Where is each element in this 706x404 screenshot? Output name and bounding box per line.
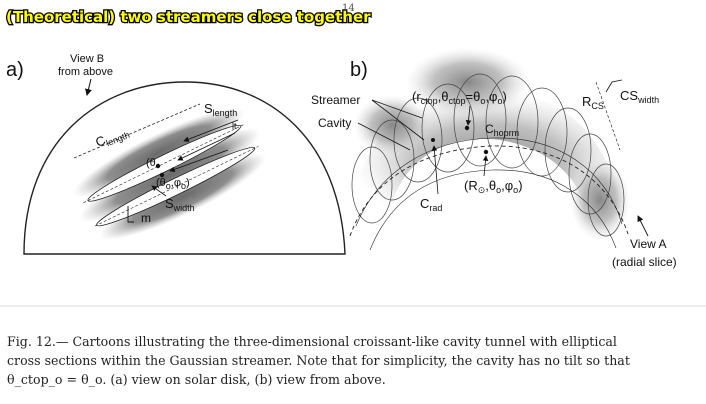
streamer-label: Streamer bbox=[311, 93, 360, 107]
theta-phi-label: (θo,φo) bbox=[156, 177, 190, 191]
center-point-upper bbox=[155, 163, 161, 169]
page-number: 14 bbox=[342, 3, 355, 14]
c-rad-label: Crad bbox=[420, 196, 442, 213]
side-point bbox=[431, 138, 435, 142]
r-cs-radial-dashed bbox=[595, 81, 621, 151]
cavity-loop-5 bbox=[453, 73, 507, 167]
slide-banner-title: (Theoretical) two streamers close togeth… bbox=[6, 8, 371, 26]
pointer-arrow-1 bbox=[177, 132, 236, 161]
center-point bbox=[159, 172, 165, 178]
view-b-arrow bbox=[85, 78, 92, 96]
inner-arc bbox=[369, 169, 617, 251]
panel-a: a) View B from above Clength Slength lt … bbox=[6, 53, 346, 255]
caption-line-2: cross sections within the Gaussian strea… bbox=[7, 353, 630, 368]
streamer-streaks bbox=[73, 107, 266, 241]
cs-width-bracket bbox=[605, 79, 623, 93]
view-a-label-line1: View A bbox=[630, 237, 666, 251]
s-width-arrow bbox=[151, 185, 167, 197]
view-a-label-line2: (radial slice) bbox=[612, 255, 677, 269]
m-bracket bbox=[127, 206, 134, 223]
streamer-leader bbox=[371, 99, 423, 119]
cavity-loop-6 bbox=[485, 75, 539, 169]
cavity-axis-arc bbox=[355, 137, 623, 227]
cavity-loop-4 bbox=[421, 83, 475, 173]
panel-b-letter: b) bbox=[350, 59, 368, 81]
cs-width-label: CSwidth bbox=[620, 88, 659, 105]
solar-center-coordinates-label: (R⊙,θo,φo) bbox=[464, 178, 523, 195]
cavity-loop-1 bbox=[351, 146, 393, 224]
streamer-streak-3 bbox=[99, 153, 266, 241]
cavity-loop-9 bbox=[568, 133, 612, 215]
r-cs-label: RCS bbox=[582, 94, 604, 111]
cavity-loop-8 bbox=[544, 107, 592, 193]
streamer-leader-2 bbox=[371, 99, 425, 141]
m-label: m bbox=[141, 211, 151, 225]
figure-caption: Fig. 12.— Cartoons illustrating the thre… bbox=[7, 332, 699, 389]
solar-center-arrow bbox=[482, 155, 489, 177]
panel-a-letter: a) bbox=[6, 59, 24, 81]
pointer-arrow-2 bbox=[169, 149, 229, 172]
axis-dashed-2 bbox=[94, 146, 259, 227]
cavity-top-point bbox=[464, 125, 470, 131]
cavity-loop-2 bbox=[369, 119, 415, 201]
caption-line-1: Fig. 12.— Cartoons illustrating the thre… bbox=[7, 334, 617, 349]
s-length-label: Slength bbox=[204, 101, 237, 118]
cavity-loop-3 bbox=[393, 97, 443, 183]
view-b-label-line2: from above bbox=[58, 66, 113, 78]
cavity-loop-7 bbox=[516, 87, 568, 177]
panel-b: b) Streamer Cavity bbox=[311, 48, 677, 269]
cavity-loops bbox=[351, 73, 625, 237]
s-width-label: Swidth bbox=[165, 196, 195, 213]
streamer-streak-1 bbox=[73, 107, 245, 198]
c-length-dimension-line bbox=[73, 103, 201, 159]
axis-dashed-1 bbox=[83, 123, 246, 204]
caption-line-3: θ_ctop_o = θ_o. (a) view on solar disk, … bbox=[7, 372, 386, 387]
cavity-top-coordinates-label: (rctop,θctop=θo,φo) bbox=[412, 89, 507, 106]
streamer-cloud-right bbox=[570, 160, 630, 240]
s-length-fragment: lt bbox=[232, 121, 237, 131]
center-point-b bbox=[483, 149, 489, 155]
c-rad-arrow bbox=[431, 145, 439, 195]
cavity-loop-10 bbox=[587, 163, 625, 237]
cavity-leader bbox=[357, 122, 411, 151]
c-top-label: Choprm bbox=[485, 122, 519, 138]
streamer-streak-2 bbox=[79, 127, 261, 223]
streamer-cloud-left bbox=[354, 95, 430, 155]
s-length-arrow bbox=[183, 119, 239, 142]
solar-limb-dashed bbox=[349, 145, 629, 237]
cavity-top-arrow bbox=[465, 105, 472, 126]
view-b-label-line1: View B bbox=[70, 53, 104, 65]
view-a-arrow bbox=[637, 215, 649, 237]
cavity-label: Cavity bbox=[318, 116, 351, 130]
theta-phi-upper-label: (θ bbox=[146, 157, 156, 169]
streamer-cloud-top bbox=[406, 48, 530, 116]
